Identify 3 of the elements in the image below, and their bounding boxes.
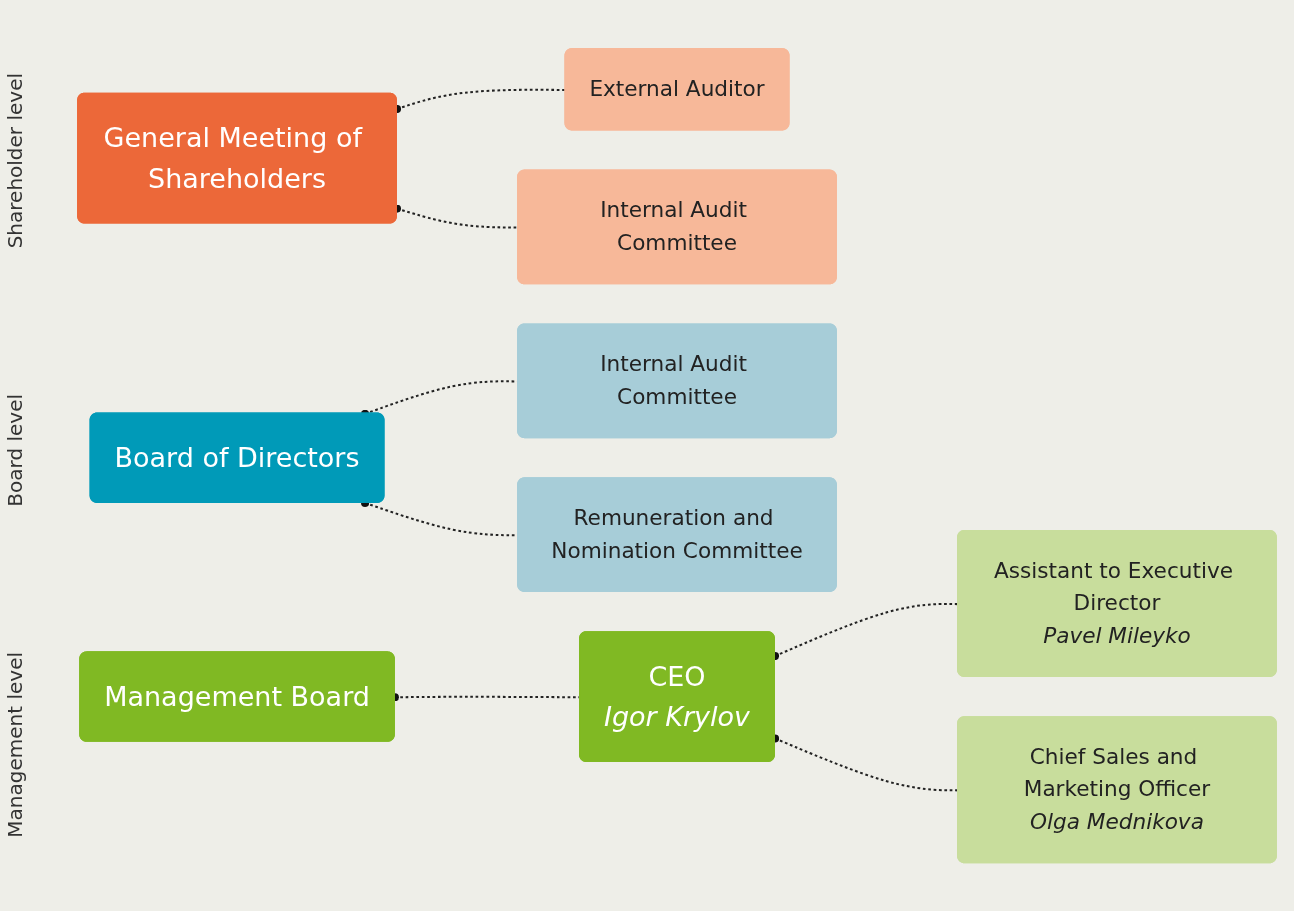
level-label: Board level xyxy=(3,393,28,507)
level-label: Management level xyxy=(3,652,28,839)
level-label: Shareholder level xyxy=(3,72,28,249)
